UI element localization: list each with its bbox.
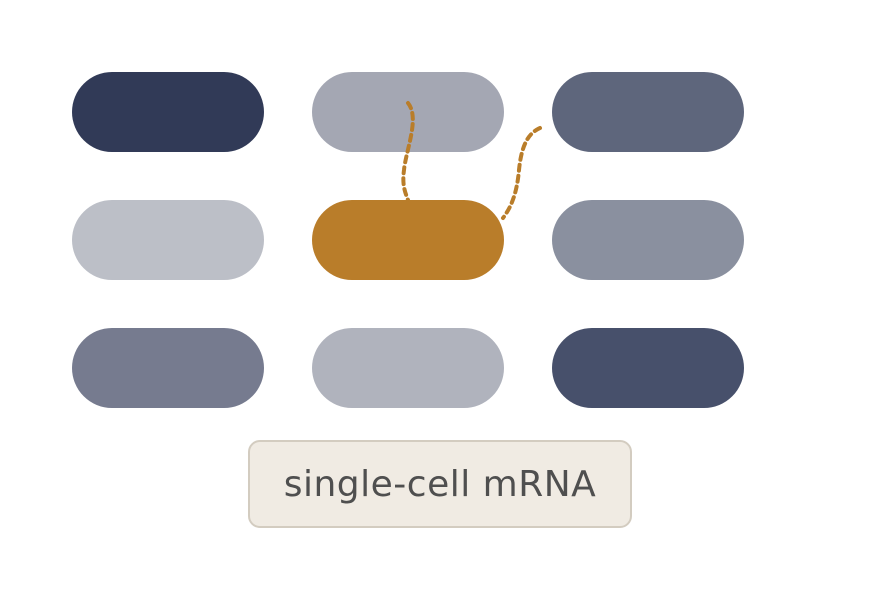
mrna-strand-right xyxy=(501,126,542,220)
cell-grid xyxy=(72,72,744,408)
mrna-strand-upper xyxy=(401,101,415,202)
cell xyxy=(72,200,264,280)
caption-label: single-cell mRNA xyxy=(283,463,597,505)
cell xyxy=(312,328,504,408)
cell xyxy=(72,328,264,408)
cell xyxy=(552,72,744,152)
caption-box: single-cell mRNA xyxy=(248,440,632,528)
cell xyxy=(552,328,744,408)
cell-highlighted xyxy=(312,200,504,280)
cell xyxy=(312,72,504,152)
mrna-links xyxy=(401,101,542,220)
cell xyxy=(72,72,264,152)
cell xyxy=(552,200,744,280)
